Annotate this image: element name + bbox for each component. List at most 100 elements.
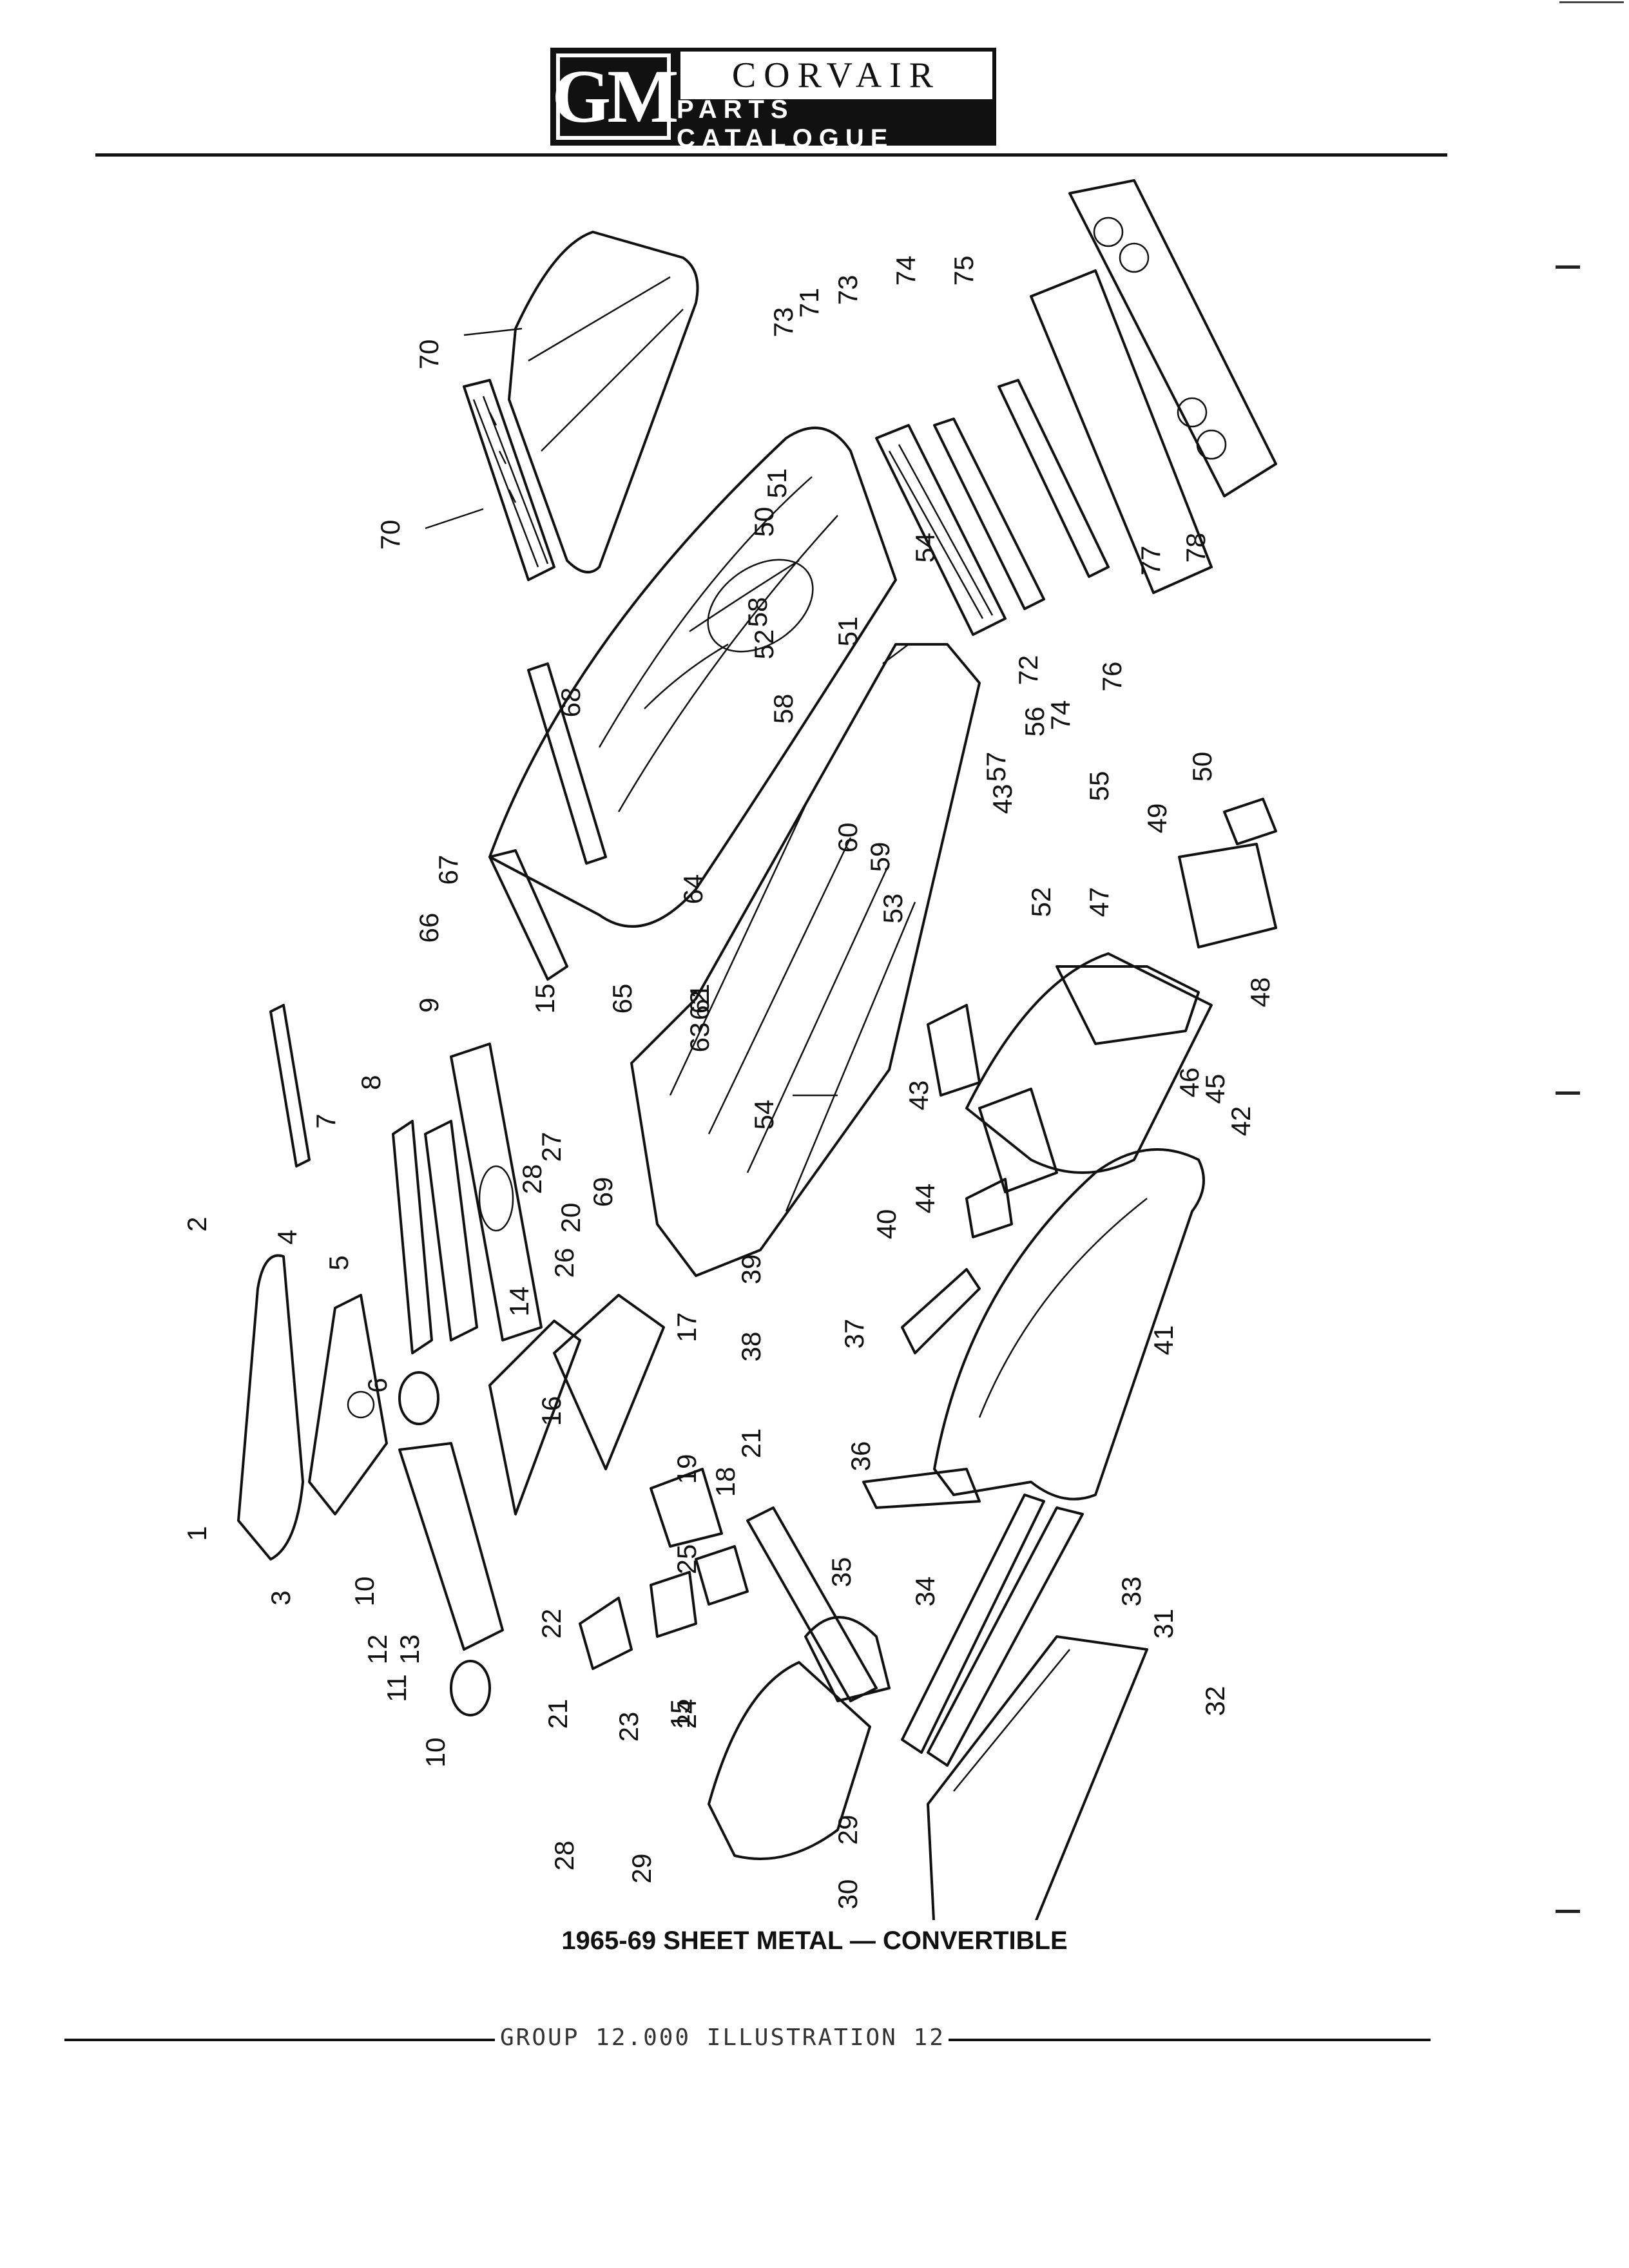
part-callout-51: 51 — [762, 468, 792, 499]
margin-tick — [1556, 265, 1580, 269]
catalogue-header: GM CORVAIR PARTS CATALOGUE — [550, 48, 996, 153]
part-molding-strip — [269, 1004, 311, 1168]
part-callout-28: 28 — [517, 1164, 547, 1195]
part-callout-22: 22 — [536, 1609, 566, 1639]
part-callout-37: 37 — [839, 1319, 869, 1349]
part-grille — [463, 379, 555, 581]
brand-title: CORVAIR — [677, 48, 996, 103]
part-callout-17: 17 — [671, 1312, 702, 1343]
part-door — [927, 1635, 1148, 1920]
part-callout-47: 47 — [1084, 887, 1114, 918]
part-callout-48: 48 — [1245, 977, 1275, 1008]
part-hood — [508, 231, 699, 573]
gm-logo: GM — [550, 48, 679, 146]
part-callout-71: 71 — [794, 288, 824, 318]
part-callout-49: 49 — [1142, 803, 1172, 834]
part-callout-10: 10 — [349, 1577, 380, 1607]
part-callout-40: 40 — [871, 1209, 901, 1240]
part-callout-57: 57 — [981, 752, 1011, 782]
part-callout-29: 29 — [833, 1815, 863, 1845]
gm-logo-text: GM — [552, 53, 679, 140]
part-callout-15: 15 — [665, 1699, 695, 1729]
part-callout-53: 53 — [878, 894, 908, 924]
part-callout-78: 78 — [1181, 533, 1211, 563]
part-rear-body — [488, 427, 897, 928]
part-callout-28: 28 — [549, 1841, 579, 1871]
part-callout-58: 58 — [742, 597, 773, 628]
part-callout-3: 3 — [265, 1590, 296, 1605]
leader-lines — [425, 327, 909, 1097]
part-callout-30: 30 — [833, 1879, 863, 1910]
part-callout-23: 23 — [613, 1712, 644, 1742]
part-small-brackets — [579, 1468, 749, 1670]
part-callout-55: 55 — [1084, 771, 1114, 802]
part-callout-62: 62 — [684, 990, 715, 1021]
part-front-wheelhouse — [746, 1506, 891, 1702]
footer: GROUP 12.000 ILLUSTRATION 12 — [64, 2021, 1431, 2059]
part-callout-46: 46 — [1174, 1068, 1204, 1098]
part-callout-52: 52 — [749, 629, 779, 660]
part-callout-26: 26 — [549, 1248, 579, 1278]
part-callout-54: 54 — [910, 533, 940, 563]
part-callout-58: 58 — [768, 694, 798, 724]
part-callout-60: 60 — [833, 823, 863, 853]
part-rear-crossmember — [1030, 179, 1277, 594]
part-rear-panel — [875, 424, 1007, 636]
footer-rule-right — [949, 2039, 1431, 2041]
part-callout-10: 10 — [420, 1738, 450, 1768]
footer-rule-left — [64, 2039, 495, 2041]
part-callout-39: 39 — [736, 1254, 766, 1285]
header-rule — [95, 153, 1447, 157]
part-callout-15: 15 — [530, 984, 560, 1014]
part-front-lid — [237, 1254, 304, 1561]
part-callout-34: 34 — [910, 1577, 940, 1607]
part-callout-66: 66 — [414, 913, 444, 943]
part-lower-panels — [927, 1004, 1058, 1238]
part-callout-14: 14 — [504, 1287, 534, 1317]
part-callout-77: 77 — [1135, 546, 1166, 576]
part-rocker-sill — [901, 1494, 1084, 1767]
part-strips — [933, 379, 1110, 610]
part-callout-38: 38 — [736, 1332, 766, 1362]
part-cowl — [392, 1043, 543, 1354]
part-callout-25: 25 — [671, 1544, 702, 1575]
part-callout-9: 9 — [414, 997, 444, 1012]
part-callout-73: 73 — [768, 307, 798, 338]
part-side-rail — [488, 662, 607, 981]
part-callout-11: 11 — [381, 1674, 412, 1702]
part-callout-59: 59 — [865, 842, 895, 872]
part-callout-63: 63 — [684, 1023, 715, 1053]
part-callout-69: 69 — [588, 1177, 618, 1207]
part-callout-19: 19 — [671, 1454, 702, 1485]
part-front-panel — [308, 1294, 388, 1515]
part-callout-16: 16 — [536, 1396, 566, 1427]
part-callout-21: 21 — [543, 1699, 573, 1729]
part-callout-73: 73 — [833, 275, 863, 305]
part-callout-72: 72 — [1013, 655, 1043, 686]
part-callout-43: 43 — [987, 784, 1017, 814]
part-callout-54: 54 — [749, 1100, 779, 1130]
part-callout-27: 27 — [536, 1132, 566, 1162]
part-callout-35: 35 — [826, 1557, 856, 1588]
part-callout-68: 68 — [555, 687, 586, 718]
part-callout-51: 51 — [833, 617, 863, 647]
part-callout-33: 33 — [1116, 1577, 1146, 1607]
part-callout-76: 76 — [1097, 662, 1127, 692]
part-callout-1: 1 — [182, 1526, 212, 1541]
part-callout-31: 31 — [1148, 1609, 1179, 1639]
part-callout-21: 21 — [736, 1428, 766, 1459]
part-hinge-pillar — [862, 1268, 981, 1509]
part-callout-24: 24 — [671, 1699, 702, 1729]
part-callout-56: 56 — [1019, 707, 1050, 737]
part-callout-8: 8 — [356, 1075, 386, 1090]
margin-tick — [1556, 1091, 1580, 1095]
part-callout-29: 29 — [626, 1854, 657, 1884]
part-callout-74: 74 — [891, 256, 921, 286]
scan-edge-line — [1559, 1, 1624, 3]
part-front-fender — [708, 1661, 871, 1860]
part-callout-64: 64 — [678, 874, 708, 905]
part-brackets — [1178, 798, 1277, 948]
part-wheelhouse — [965, 952, 1213, 1174]
part-callout-43: 43 — [903, 1081, 934, 1111]
